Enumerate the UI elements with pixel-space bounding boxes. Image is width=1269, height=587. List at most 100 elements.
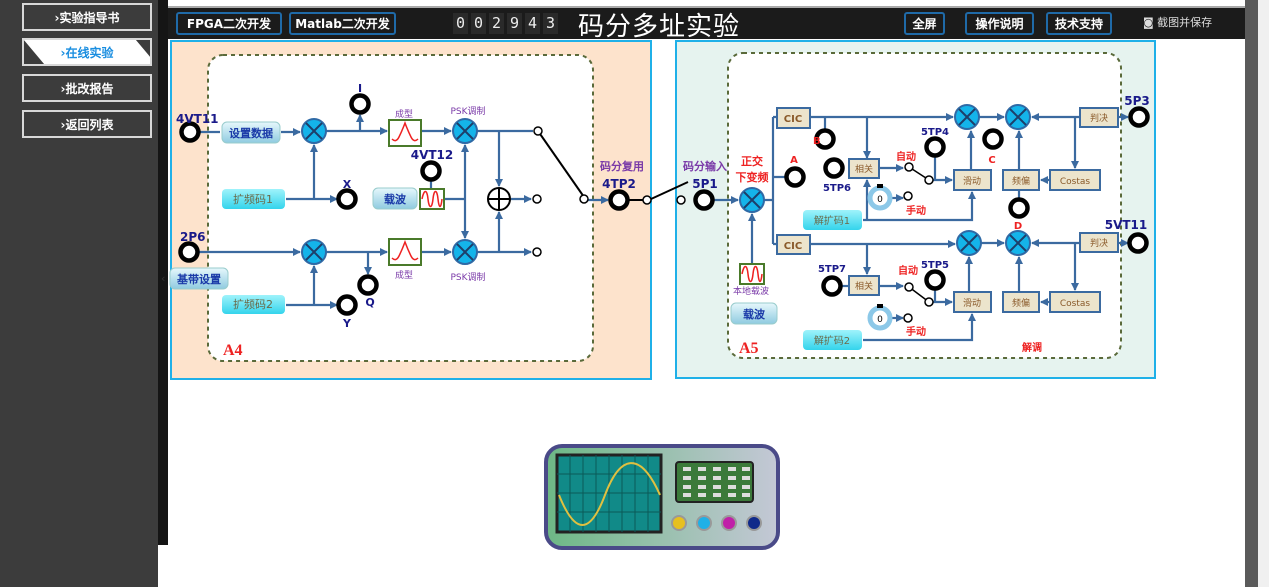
switch-contact[interactable]	[676, 195, 686, 205]
test-point-5vt11[interactable]	[1130, 235, 1147, 252]
counter-digit: 9	[507, 13, 522, 34]
switch-contact[interactable]	[642, 195, 652, 205]
switch-contact[interactable]	[903, 191, 913, 201]
spread-code-1-button[interactable]: 扩频码1	[222, 189, 285, 209]
test-point-5tp6[interactable]	[826, 160, 843, 177]
collapse-arrow-icon[interactable]: ‹	[161, 272, 165, 285]
label-a: A	[790, 155, 798, 166]
support-button[interactable]: 技术支持	[1046, 12, 1112, 35]
carrier-button[interactable]: 载波	[372, 187, 418, 210]
svg-text:Costas: Costas	[1060, 299, 1091, 309]
label-psk: PSK调制	[450, 271, 485, 283]
test-point-5tp7[interactable]	[824, 278, 841, 295]
top-border	[168, 0, 1245, 8]
svg-text:相关: 相关	[855, 163, 873, 175]
test-point-5tp4[interactable]	[927, 139, 944, 156]
test-point-c[interactable]	[985, 131, 1002, 148]
counter-digit: 3	[543, 13, 558, 34]
multiplier-icon	[1005, 104, 1031, 130]
set-data-button[interactable]: 设置数据	[221, 121, 281, 144]
nav-label: ›实验指导书	[54, 10, 120, 25]
switch-contact[interactable]	[924, 297, 934, 307]
costas-block: Costas	[1049, 291, 1101, 313]
test-point-4tp2[interactable]	[611, 192, 628, 209]
page-title: 码分多址实验	[578, 12, 741, 42]
nav-guide[interactable]: ›实验指导书	[22, 3, 152, 31]
counter-digit: 4	[525, 13, 540, 34]
input-switch[interactable]	[650, 181, 689, 200]
svg-text:频偏: 频偏	[1012, 297, 1030, 309]
despread-code-1-button[interactable]: 解扩码1	[803, 210, 862, 230]
matlab-dev-button[interactable]: Matlab二次开发	[289, 12, 396, 35]
label-local-carrier: 本地载波	[733, 285, 769, 297]
label-demod: 解调	[1022, 341, 1042, 354]
switch-contact[interactable]	[533, 126, 543, 136]
test-point-4vt11[interactable]	[182, 124, 199, 141]
sidebar: ›实验指导书 ›在线实验 ›批改报告 ›返回列表	[0, 0, 158, 587]
label-q: Q	[365, 296, 374, 309]
output-contact[interactable]	[532, 194, 542, 204]
carrier-label: 载波	[384, 192, 407, 206]
test-point-q[interactable]	[360, 277, 377, 294]
test-point-x[interactable]	[339, 191, 356, 208]
page-scrollbar[interactable]	[1258, 0, 1269, 587]
nav-online-experiment[interactable]: ›在线实验	[22, 38, 152, 66]
oscilloscope-icon[interactable]	[544, 444, 780, 550]
output-contact[interactable]	[532, 247, 542, 257]
label-5vt11: 5VT11	[1105, 218, 1148, 232]
test-point-2p6[interactable]	[181, 244, 198, 261]
label-c: C	[988, 155, 995, 166]
svg-text:0: 0	[877, 195, 883, 205]
switch-contact[interactable]	[579, 194, 589, 204]
test-point-freq[interactable]	[1011, 200, 1028, 217]
mux-switch[interactable]	[537, 130, 585, 198]
switch-contact[interactable]	[903, 313, 913, 323]
a5-blocks: 码分输入 5P1 正交 下变频 本地载波 载波 A CIC CIC B C 判决…	[676, 94, 1150, 357]
svg-text:Costas: Costas	[1060, 177, 1091, 187]
test-point-5tp5[interactable]	[927, 272, 944, 289]
svg-text:判决: 判决	[1090, 112, 1108, 124]
label-mux: 码分复用	[600, 159, 644, 173]
test-point-5p3[interactable]	[1131, 109, 1148, 126]
manual-button[interactable]: 操作说明	[965, 12, 1034, 35]
screenshot-label: 截图并保存	[1157, 16, 1213, 29]
label-4vt11: 4VT11	[176, 112, 219, 126]
nav-review-report[interactable]: ›批改报告	[22, 74, 152, 102]
switch-contact[interactable]	[904, 162, 914, 172]
label-5p3: 5P3	[1124, 94, 1150, 108]
freq-offset-block: 频偏	[1002, 169, 1040, 191]
test-point-5p1[interactable]	[696, 192, 713, 209]
label-manual: 手动	[906, 204, 926, 217]
scrollbar-track[interactable]	[1245, 0, 1258, 587]
multiplier-icon	[301, 239, 327, 265]
label-5tp7: 5TP7	[818, 264, 846, 275]
sidebar-divider	[158, 0, 168, 545]
switch-contact[interactable]	[904, 282, 914, 292]
label-d: D	[1014, 221, 1022, 232]
svg-text:解扩码2: 解扩码2	[814, 334, 850, 347]
knob-1[interactable]: 0	[870, 184, 890, 208]
a5-carrier-button[interactable]: 载波	[730, 302, 778, 325]
fullscreen-button[interactable]: 全屏	[904, 12, 945, 35]
nav-back-list[interactable]: ›返回列表	[22, 110, 152, 138]
switch-contact[interactable]	[924, 175, 934, 185]
knob-2[interactable]: 0	[870, 304, 890, 328]
baseband-settings-button[interactable]: 基带设置	[169, 267, 229, 290]
despread-code-2-button[interactable]: 解扩码2	[803, 330, 862, 350]
label-5p1: 5P1	[692, 177, 718, 191]
test-point-4vt12[interactable]	[423, 163, 440, 180]
freq-offset-block: 频偏	[1002, 291, 1040, 313]
nav-label: ›返回列表	[60, 117, 114, 132]
test-point-i[interactable]	[352, 96, 369, 113]
spread-code-2-button[interactable]: 扩频码2	[222, 295, 285, 314]
label-5tp6: 5TP6	[823, 183, 851, 194]
screenshot-save-button[interactable]: ◙ 截图并保存	[1143, 14, 1212, 30]
counter-digit: 2	[489, 13, 504, 34]
multiplier-icon	[954, 104, 980, 130]
label-x: X	[343, 178, 352, 191]
fpga-dev-button[interactable]: FPGA二次开发	[176, 12, 282, 35]
test-point-a[interactable]	[787, 169, 804, 186]
test-point-y[interactable]	[339, 297, 356, 314]
a4-wires	[199, 114, 609, 309]
